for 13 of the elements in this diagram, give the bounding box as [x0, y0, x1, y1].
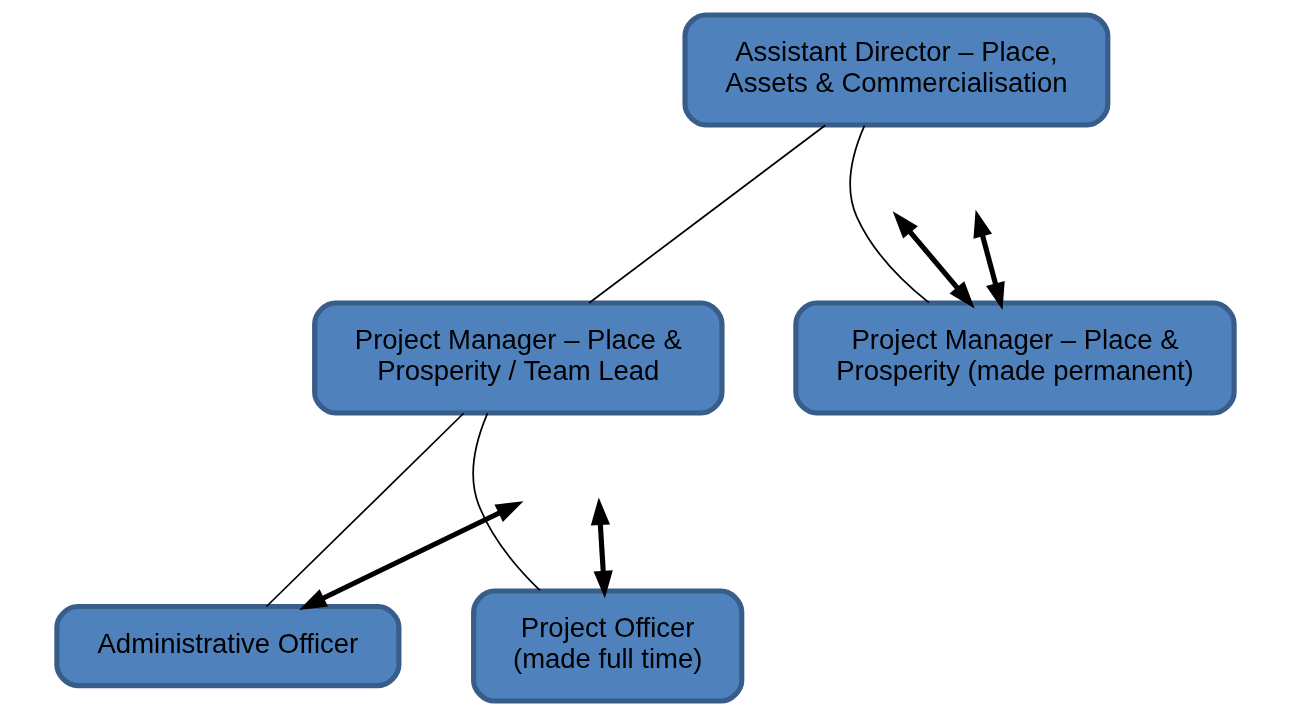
- arrow: [299, 501, 524, 610]
- connector: [588, 124, 827, 304]
- arrow: [973, 209, 1005, 311]
- arrow: [590, 497, 613, 599]
- connector: [849, 124, 930, 304]
- connector: [472, 412, 541, 592]
- node-box: Administrative Officer: [54, 603, 402, 689]
- connector: [265, 412, 465, 608]
- node-box: Project Manager – Place & Prosperity / Team Lead: [312, 300, 725, 416]
- node-box: Assistant Director – Place, Assets & Commercialisation: [682, 12, 1111, 128]
- node-box: Project Manager – Place & Prosperity (made permanent): [793, 300, 1237, 416]
- node-box: Project Officer (made full time): [471, 588, 745, 704]
- arrow: [892, 211, 975, 309]
